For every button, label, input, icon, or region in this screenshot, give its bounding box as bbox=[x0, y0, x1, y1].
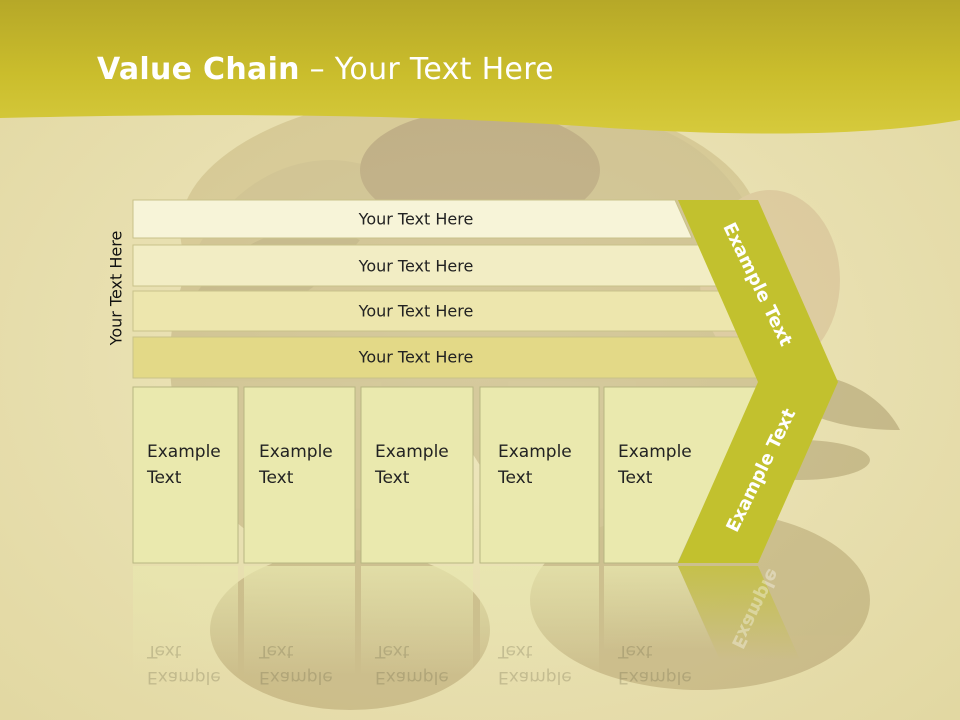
column-2-reflection: Example Text bbox=[259, 638, 333, 690]
column-5-line1: Example bbox=[618, 442, 692, 462]
title-bold: Value Chain bbox=[97, 52, 300, 87]
bar-3-label: Your Text Here bbox=[358, 301, 474, 321]
column-4-line1: Example bbox=[498, 442, 572, 462]
column-1-line2: Text bbox=[147, 468, 182, 488]
column-4-reflection-line2: Text bbox=[498, 641, 533, 661]
column-2-reflection-line1: Example bbox=[259, 667, 333, 687]
chevron-shape bbox=[678, 200, 838, 563]
column-2-line1: Example bbox=[259, 442, 333, 462]
bars bbox=[132, 199, 764, 379]
column-1-label: Example Text bbox=[147, 439, 221, 491]
column-5-reflection-line2: Text bbox=[618, 641, 653, 661]
column-5-reflection-line1: Example bbox=[618, 667, 692, 687]
column-1-line1: Example bbox=[147, 442, 221, 462]
column-3-line2: Text bbox=[375, 468, 410, 488]
title-rest: – Your Text Here bbox=[299, 52, 554, 87]
column-3-label: Example Text bbox=[375, 439, 449, 491]
column-1-reflection-line1: Example bbox=[147, 667, 221, 687]
column-4-label: Example Text bbox=[498, 439, 572, 491]
column-5-label: Example Text bbox=[618, 439, 692, 491]
reflections bbox=[133, 566, 800, 676]
bar-2-label: Your Text Here bbox=[358, 256, 474, 276]
column-5-line2: Text bbox=[618, 468, 653, 488]
column-2-reflection-line2: Text bbox=[259, 641, 294, 661]
column-4-line2: Text bbox=[498, 468, 533, 488]
column-1-reflection-line2: Text bbox=[147, 641, 182, 661]
column-4-reflection: Example Text bbox=[498, 638, 572, 690]
column-1-reflection: Example Text bbox=[147, 638, 221, 690]
bar-1-label: Your Text Here bbox=[358, 209, 474, 229]
column-3-reflection-line2: Text bbox=[375, 641, 410, 661]
column-2-line2: Text bbox=[259, 468, 294, 488]
column-2-label: Example Text bbox=[259, 439, 333, 491]
column-3-reflection-line1: Example bbox=[375, 667, 449, 687]
header-band bbox=[0, 0, 960, 134]
slide-title: Value Chain – Your Text Here bbox=[97, 52, 554, 87]
column-5-reflection: Example Text bbox=[618, 638, 692, 690]
column-3-line1: Example bbox=[375, 442, 449, 462]
column-4-reflection-line1: Example bbox=[498, 667, 572, 687]
side-label-text: Your Text Here bbox=[106, 230, 126, 346]
column-3-reflection: Example Text bbox=[375, 638, 449, 690]
columns bbox=[132, 386, 759, 564]
bar-4-label: Your Text Here bbox=[358, 347, 474, 367]
